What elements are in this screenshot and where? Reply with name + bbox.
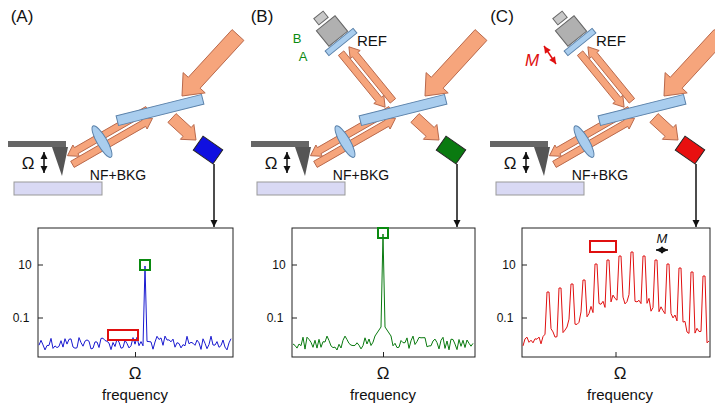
band-marker <box>590 241 616 252</box>
arrow-head <box>523 152 530 159</box>
detector <box>193 136 222 164</box>
reference-mirror <box>325 28 357 55</box>
panel-label: (B) <box>251 8 274 25</box>
cantilever <box>251 141 309 147</box>
afm-tip <box>295 147 311 176</box>
sample <box>14 182 102 195</box>
panel-label: (C) <box>490 8 514 25</box>
axis-tick <box>135 352 136 357</box>
axis-tick <box>383 352 384 357</box>
axis-title: frequency <box>102 387 168 402</box>
axis-value: 0.1 <box>13 312 30 324</box>
mirror-position: A <box>299 50 308 63</box>
beam-splitter <box>598 95 686 126</box>
modulation-label: M <box>525 52 539 69</box>
detector <box>675 136 704 164</box>
arrow-head <box>656 247 663 254</box>
axis-tick <box>38 318 43 319</box>
signal-label: NF+BKG <box>90 168 146 182</box>
plot-frame <box>38 228 233 357</box>
incoming-beam <box>425 30 487 96</box>
peak-marker <box>140 260 150 270</box>
reference-label: REF <box>357 33 387 48</box>
axis-tick <box>522 265 527 266</box>
signal-arrow <box>456 164 458 227</box>
reference-beam <box>577 51 624 107</box>
spacing-label: M <box>657 232 668 245</box>
peak-marker <box>378 228 388 238</box>
signal-arrow <box>695 164 697 227</box>
axis-tick <box>616 352 617 357</box>
lens <box>89 124 116 160</box>
mirror-motion-arrow <box>544 46 556 64</box>
beam-splitter <box>116 95 204 126</box>
axis-tick <box>522 318 527 319</box>
axis-value: 0.1 <box>497 312 514 324</box>
axis-value: 10 <box>272 259 285 271</box>
arrow-head <box>284 166 291 173</box>
reference-label: REF <box>596 33 626 48</box>
beam-splitter <box>359 95 447 126</box>
probe-beam <box>314 118 396 168</box>
frequency-symbol: Ω <box>614 365 627 382</box>
spectrum-trace <box>523 252 709 346</box>
spectrum-trace <box>39 266 231 350</box>
frequency-symbol: Ω <box>265 155 278 172</box>
mirror-stage <box>314 11 328 25</box>
arrow-head <box>454 220 461 227</box>
sample <box>257 182 345 195</box>
axis-title: frequency <box>587 387 653 402</box>
arrow-head <box>544 46 551 54</box>
mirror-position: B <box>293 32 302 45</box>
axis-value: 0.1 <box>267 312 284 324</box>
axis-tick <box>292 265 297 266</box>
axis-value: 10 <box>502 259 515 271</box>
arrow-head <box>284 152 291 159</box>
band-marker <box>108 330 138 340</box>
reference-mirror <box>564 28 596 55</box>
panel-label: (A) <box>11 8 34 25</box>
frequency-symbol: Ω <box>504 155 517 172</box>
probe-beam <box>71 118 153 168</box>
axis-title: frequency <box>350 387 416 402</box>
arrow-head <box>41 152 48 159</box>
frequency-symbol: Ω <box>377 365 390 382</box>
detected-beam <box>168 114 196 140</box>
lens <box>571 124 598 160</box>
frequency-symbol: Ω <box>129 365 142 382</box>
axis-tick <box>292 318 297 319</box>
detected-beam <box>650 114 678 140</box>
axis-value: 10 <box>18 259 31 271</box>
plot-frame <box>292 228 475 357</box>
plot-frame <box>522 228 710 357</box>
axis-tick <box>38 265 43 266</box>
afm-tip <box>534 147 550 176</box>
cantilever <box>490 141 548 147</box>
sample <box>496 182 584 195</box>
afm-tip <box>52 147 68 176</box>
incoming-beam <box>664 30 715 96</box>
probe-beam <box>553 118 635 168</box>
mirror-stage <box>553 11 567 25</box>
arrow-head <box>549 56 556 64</box>
cantilever <box>8 141 66 147</box>
reference-beam <box>338 51 385 107</box>
arrow-head <box>211 220 218 227</box>
signal-label: NF+BKG <box>572 168 628 182</box>
spectrum-trace <box>293 234 473 350</box>
arrow-head <box>693 220 700 227</box>
arrow-head <box>41 166 48 173</box>
incoming-beam <box>182 30 244 96</box>
detected-beam <box>411 114 439 140</box>
arrow-head <box>523 166 530 173</box>
detector <box>436 136 465 164</box>
signal-arrow <box>213 164 215 227</box>
signal-label: NF+BKG <box>333 168 389 182</box>
frequency-symbol: Ω <box>22 155 35 172</box>
lens <box>332 124 359 160</box>
